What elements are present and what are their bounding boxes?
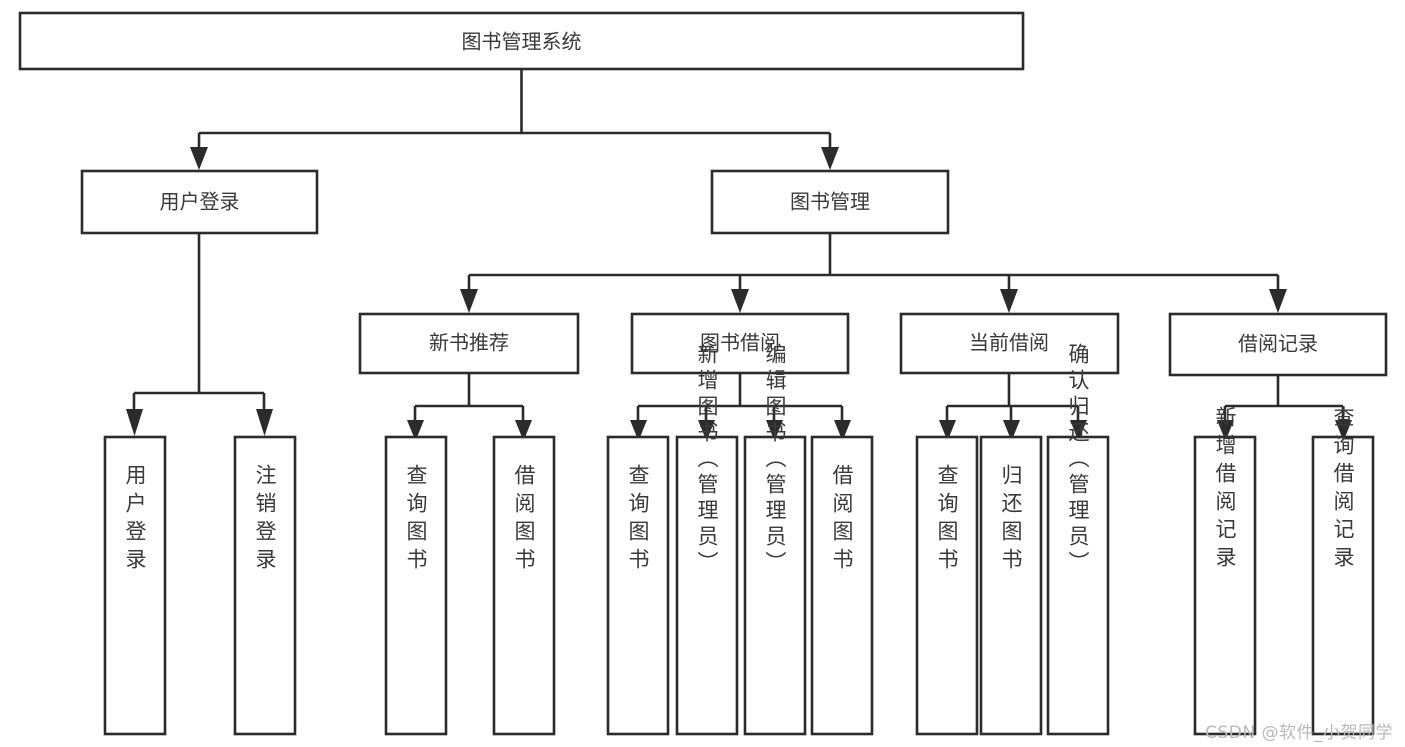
node-borrow-record-box[interactable]: [1168, 312, 1388, 377]
node-leaf-user-logout-box[interactable]: [233, 435, 297, 736]
node-user-login-label: 用户登录: [160, 190, 240, 214]
arrowhead-to-leaf-add-book-admin: [698, 420, 715, 441]
node-leaf-user-login-box[interactable]: [103, 435, 167, 736]
node-current-borrow-label: 当前借阅: [969, 331, 1049, 355]
node-leaf-add-book-admin[interactable]: 新增图书（管理员）: [675, 343, 739, 736]
node-leaf-confirm-return-admin-label: 确认归还（管理员）: [1066, 343, 1090, 577]
connector-borrowrecord-to-bus: [1223, 375, 1345, 422]
node-leaf-user-login[interactable]: 用户登录: [103, 435, 167, 736]
node-leaf-borrow-book-box[interactable]: [810, 435, 874, 736]
node-leaf-user-login-label: 用户登录: [123, 464, 147, 576]
node-leaf-add-book-admin-box[interactable]: [675, 435, 739, 736]
node-current-borrow[interactable]: 当前借阅: [899, 312, 1120, 375]
node-leaf-add-borrow-record-box[interactable]: [1193, 435, 1257, 736]
arrowhead-to-current-borrow: [1000, 289, 1018, 313]
node-leaf-borrow-book-label: 借阅图书: [830, 464, 854, 576]
node-root-box[interactable]: [18, 11, 1025, 71]
node-leaf-query-book-current[interactable]: 查询图书: [915, 435, 979, 736]
arrowhead-to-leaf-query-book-current: [939, 420, 956, 441]
node-leaf-edit-book-admin-label: 编辑图书（管理员）: [763, 343, 787, 577]
arrowhead-to-user-login: [190, 147, 208, 170]
node-book-borrow-box[interactable]: [630, 312, 850, 375]
node-user-login[interactable]: 用户登录: [80, 169, 319, 235]
node-current-borrow-box[interactable]: [899, 312, 1120, 375]
node-leaf-query-borrow-record-label: 查询借阅记录: [1331, 406, 1355, 574]
arrowhead-to-leaf-borrow-book: [834, 420, 851, 441]
arrowhead-to-leaf-add-borrow-record: [1217, 420, 1234, 441]
node-leaf-return-book[interactable]: 归还图书: [979, 435, 1043, 736]
node-leaf-query-borrow-record[interactable]: 查询借阅记录: [1311, 406, 1375, 736]
node-leaf-query-book-borrow-box[interactable]: [606, 435, 670, 736]
arrowhead-to-leaf-user-logout: [256, 409, 273, 436]
node-leaf-confirm-return-admin[interactable]: 确认归还（管理员）: [1046, 343, 1110, 736]
node-leaf-add-borrow-record[interactable]: 新增借阅记录: [1193, 406, 1257, 736]
node-leaf-borrow-book[interactable]: 借阅图书: [810, 435, 874, 736]
node-leaf-query-book-borrow-label: 查询图书: [626, 464, 650, 576]
node-root[interactable]: 图书管理系统: [18, 11, 1025, 71]
node-new-book-recommend[interactable]: 新书推荐: [358, 312, 580, 375]
arrowhead-to-leaf-query-book-recommend: [407, 420, 424, 441]
csdn-watermark: CSDN @软件_小贺同学: [1205, 723, 1393, 743]
node-leaf-query-book-current-box[interactable]: [915, 435, 979, 736]
node-leaf-query-book-recommend[interactable]: 查询图书: [384, 435, 448, 736]
arrowhead-to-borrow-record: [1269, 289, 1287, 313]
node-borrow-record-label: 借阅记录: [1238, 332, 1318, 356]
node-leaf-user-logout[interactable]: 注销登录: [233, 435, 297, 736]
node-leaf-add-borrow-record-label: 新增借阅记录: [1213, 406, 1237, 574]
node-leaf-edit-book-admin[interactable]: 编辑图书（管理员）: [743, 343, 807, 736]
node-leaf-user-logout-label: 注销登录: [253, 464, 277, 576]
node-leaf-confirm-return-admin-box[interactable]: [1046, 435, 1110, 736]
node-leaf-add-book-admin-label: 新增图书（管理员）: [695, 343, 719, 577]
node-leaf-return-book-box[interactable]: [979, 435, 1043, 736]
node-new-book-recommend-box[interactable]: [358, 312, 580, 375]
node-leaf-query-book-current-label: 查询图书: [935, 464, 959, 576]
connector-bookmgmt-to-bus: [467, 233, 1280, 291]
arrowhead-to-book-management: [821, 147, 839, 170]
node-leaf-borrow-book-recommend[interactable]: 借阅图书: [492, 435, 556, 736]
node-leaf-query-book-borrow[interactable]: 查询图书: [606, 435, 670, 736]
connector-bookborrow-to-bus: [636, 373, 844, 422]
node-book-borrow-label: 图书借阅: [700, 331, 780, 355]
arrowhead-to-leaf-borrow-book-recommend: [515, 420, 532, 441]
node-leaf-edit-book-admin-box[interactable]: [743, 435, 807, 736]
node-book-management-box[interactable]: [710, 169, 950, 235]
connector-root-to-bus: [197, 69, 832, 149]
arrowhead-to-leaf-user-login: [126, 409, 143, 436]
arrowhead-layer: [126, 147, 1352, 441]
node-new-book-recommend-label: 新书推荐: [429, 331, 509, 355]
connector-currentborrow-to-bus: [945, 373, 1080, 422]
node-user-login-box[interactable]: [80, 169, 319, 235]
node-borrow-record[interactable]: 借阅记录: [1168, 312, 1388, 377]
node-leaf-query-book-recommend-box[interactable]: [384, 435, 448, 736]
node-leaf-query-book-recommend-label: 查询图书: [404, 464, 428, 576]
node-leaf-borrow-book-recommend-box[interactable]: [492, 435, 556, 736]
arrowhead-to-leaf-edit-book-admin: [766, 420, 783, 441]
arrowhead-to-leaf-query-book-borrow: [630, 420, 647, 441]
connector-newbook-to-bus: [413, 373, 525, 422]
arrowhead-to-new-book-recommend: [460, 289, 478, 313]
node-root-label: 图书管理系统: [462, 30, 582, 54]
node-leaf-query-borrow-record-box[interactable]: [1311, 435, 1375, 736]
connector-userlogin-to-bus: [132, 233, 266, 411]
arrowhead-to-leaf-return-book: [1003, 420, 1020, 441]
node-book-management[interactable]: 图书管理: [710, 169, 950, 235]
node-leaf-borrow-book-recommend-label: 借阅图书: [512, 464, 536, 576]
arrowhead-to-leaf-confirm-return-admin: [1070, 420, 1087, 441]
node-book-management-label: 图书管理: [790, 190, 870, 214]
node-book-borrow[interactable]: 图书借阅: [630, 312, 850, 375]
arrowhead-to-book-borrow: [731, 289, 749, 313]
node-leaf-return-book-label: 归还图书: [999, 464, 1023, 576]
connector-layer: [132, 69, 1345, 422]
arrowhead-to-leaf-query-borrow-record: [1335, 420, 1352, 441]
